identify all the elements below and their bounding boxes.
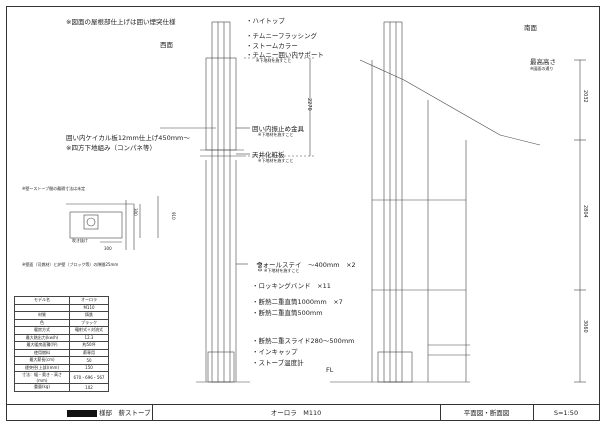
spec-value: M110 — [69, 303, 109, 312]
spec-row: 重量(kg)102 — [14, 383, 109, 392]
callout-fire-stop-sub: ※下地材を施すこと — [258, 132, 294, 137]
spec-value: 670・696・567 — [69, 371, 109, 384]
roof-line — [359, 59, 541, 146]
spec-key: 色 — [14, 318, 70, 327]
callout-thermometer: ・ストーブ温度計 — [252, 359, 304, 367]
spec-key: 使用燃料 — [14, 348, 70, 357]
spec-value: オーロラ — [69, 296, 109, 305]
south-chimney-pipe — [383, 21, 403, 383]
callout-wall-stay: ウォールステイ ～400mm ×2 — [256, 261, 356, 269]
callout-incap: ・インキャップ — [252, 348, 298, 356]
spec-row: 最大熱出力(kw/h)12.3 — [14, 333, 109, 342]
callout-slide: ・断熱二重スライド280～500mm — [252, 337, 355, 345]
spec-value: 12.3 — [69, 333, 109, 342]
spec-key: モデル名 — [14, 296, 70, 305]
spec-value: 50 — [69, 356, 109, 365]
spec-key — [14, 303, 70, 312]
spec-row: 最大薪長(cm)50 — [14, 356, 109, 365]
spec-key: 寸法：幅・奥き・高さ(mm) — [14, 371, 70, 384]
callout-fire-stop: 囲い内振止め金具 — [252, 125, 304, 133]
drawing-frame — [6, 6, 600, 421]
callout-wall-stay-sub: ※下地材を施すこと — [264, 268, 300, 273]
callout-straight-500: ・断熱二重直筒500mm — [252, 309, 323, 317]
top-note: ※図面の屋根部仕上げは囲い煙突仕様 — [66, 18, 176, 26]
callout-enclosure-board: 囲い内ケイカル板12mm仕上げ450mm～ — [66, 134, 190, 142]
spec-value: 150 — [69, 363, 109, 372]
plan-stair-label: 吹き抜け — [72, 238, 88, 243]
callout-ceiling-sub: ※下地材を施すこと — [258, 158, 294, 163]
callout-storm-collar: ・ストームカラー — [246, 42, 298, 50]
plan-note: ※壁～ストーブ間の離隔寸法は未定 — [22, 186, 86, 191]
title-product: オーロラ M110 — [152, 405, 441, 421]
title-scale: S=1:50 — [553, 409, 579, 417]
callout-enclosure-frame: ※四方下地組み（コンパネ等） — [66, 144, 156, 152]
callout-hightop: ・ハイトップ — [246, 17, 285, 25]
dim-600: 600 — [256, 262, 262, 272]
south-stove — [377, 351, 413, 383]
spec-row: 暖房方式輻射式＋対流式 — [14, 326, 109, 335]
dim-2804: 2804 — [582, 205, 588, 218]
plan-hearth — [69, 211, 123, 239]
plan-dim-300-side: 300 — [133, 208, 138, 216]
dim-2270: 2270 — [306, 98, 312, 111]
title-client: 様邸 薪ストーブ — [7, 405, 153, 421]
callout-support: ・チムニー囲い内サポート — [246, 51, 324, 59]
callout-flashing: ・チムニーフラッシング — [246, 32, 317, 40]
spec-row: M110 — [14, 303, 109, 312]
spec-row: モデル名オーロラ — [14, 296, 109, 305]
spec-row: 色ブラック — [14, 318, 109, 327]
spec-key: 重量(kg) — [14, 383, 70, 392]
dim-2032: 2032 — [582, 90, 588, 103]
plan-stove — [83, 214, 99, 230]
west-label: 西面 — [160, 41, 173, 49]
west-chimney-pipe — [211, 21, 231, 383]
fl-label: FL — [326, 366, 334, 374]
callout-support-sub: ※下地材を施すこと — [256, 58, 292, 63]
spec-row: 材質鋳鉄 — [14, 311, 109, 320]
plan-dim-910: 910 — [171, 212, 176, 220]
west-chimney-enclosure — [205, 57, 237, 151]
spec-key: 最大暖房面積(坪) — [14, 341, 70, 350]
south-label: 南面 — [524, 24, 537, 32]
spec-value: 約50坪 — [69, 341, 109, 350]
spec-value: 輻射式＋対流式 — [69, 326, 109, 335]
title-drawing: 平面図・断面図 — [440, 405, 534, 421]
spec-key: 材質 — [14, 311, 70, 320]
spec-row: 寸法：幅・奥き・高さ(mm)670・696・567 — [14, 371, 109, 384]
title-block: 様邸 薪ストーブ オーロラ M110 平面図・断面図 S=1:50 — [7, 404, 599, 421]
spec-row: 最大暖房面積(坪)約50坪 — [14, 341, 109, 350]
max-height-label: 最高高さ — [530, 58, 556, 66]
spec-value: 鋳鉄 — [69, 311, 109, 320]
callout-straight-1000: ・断熱二重直筒1000mm ×7 — [252, 298, 343, 306]
dim-3060: 3060 — [582, 320, 588, 333]
spec-key: 最大熱出力(kw/h) — [14, 333, 70, 342]
callout-locking-band: ・ロッキングバンド ×11 — [252, 282, 331, 290]
spec-key: 最大薪長(cm) — [14, 356, 70, 365]
spec-value: 薪専用 — [69, 348, 109, 357]
callout-ceiling: 天井化粧板 — [252, 151, 285, 159]
spec-value: 102 — [69, 383, 109, 392]
spec-key: 煙突径(上部)(mm) — [14, 363, 70, 372]
plan-wall-note: ※壁面（可燃材）と炉壁（ブロック等）の隙間25mm — [22, 262, 119, 267]
spec-row: 煙突径(上部)(mm)150 — [14, 363, 109, 372]
plan-dim-300-bottom: 300 — [104, 246, 112, 251]
spec-value: ブラック — [69, 318, 109, 327]
spec-row: 使用燃料薪専用 — [14, 348, 109, 357]
max-height-sub: ※図面の通り — [530, 66, 554, 71]
spec-key: 暖房方式 — [14, 326, 70, 335]
